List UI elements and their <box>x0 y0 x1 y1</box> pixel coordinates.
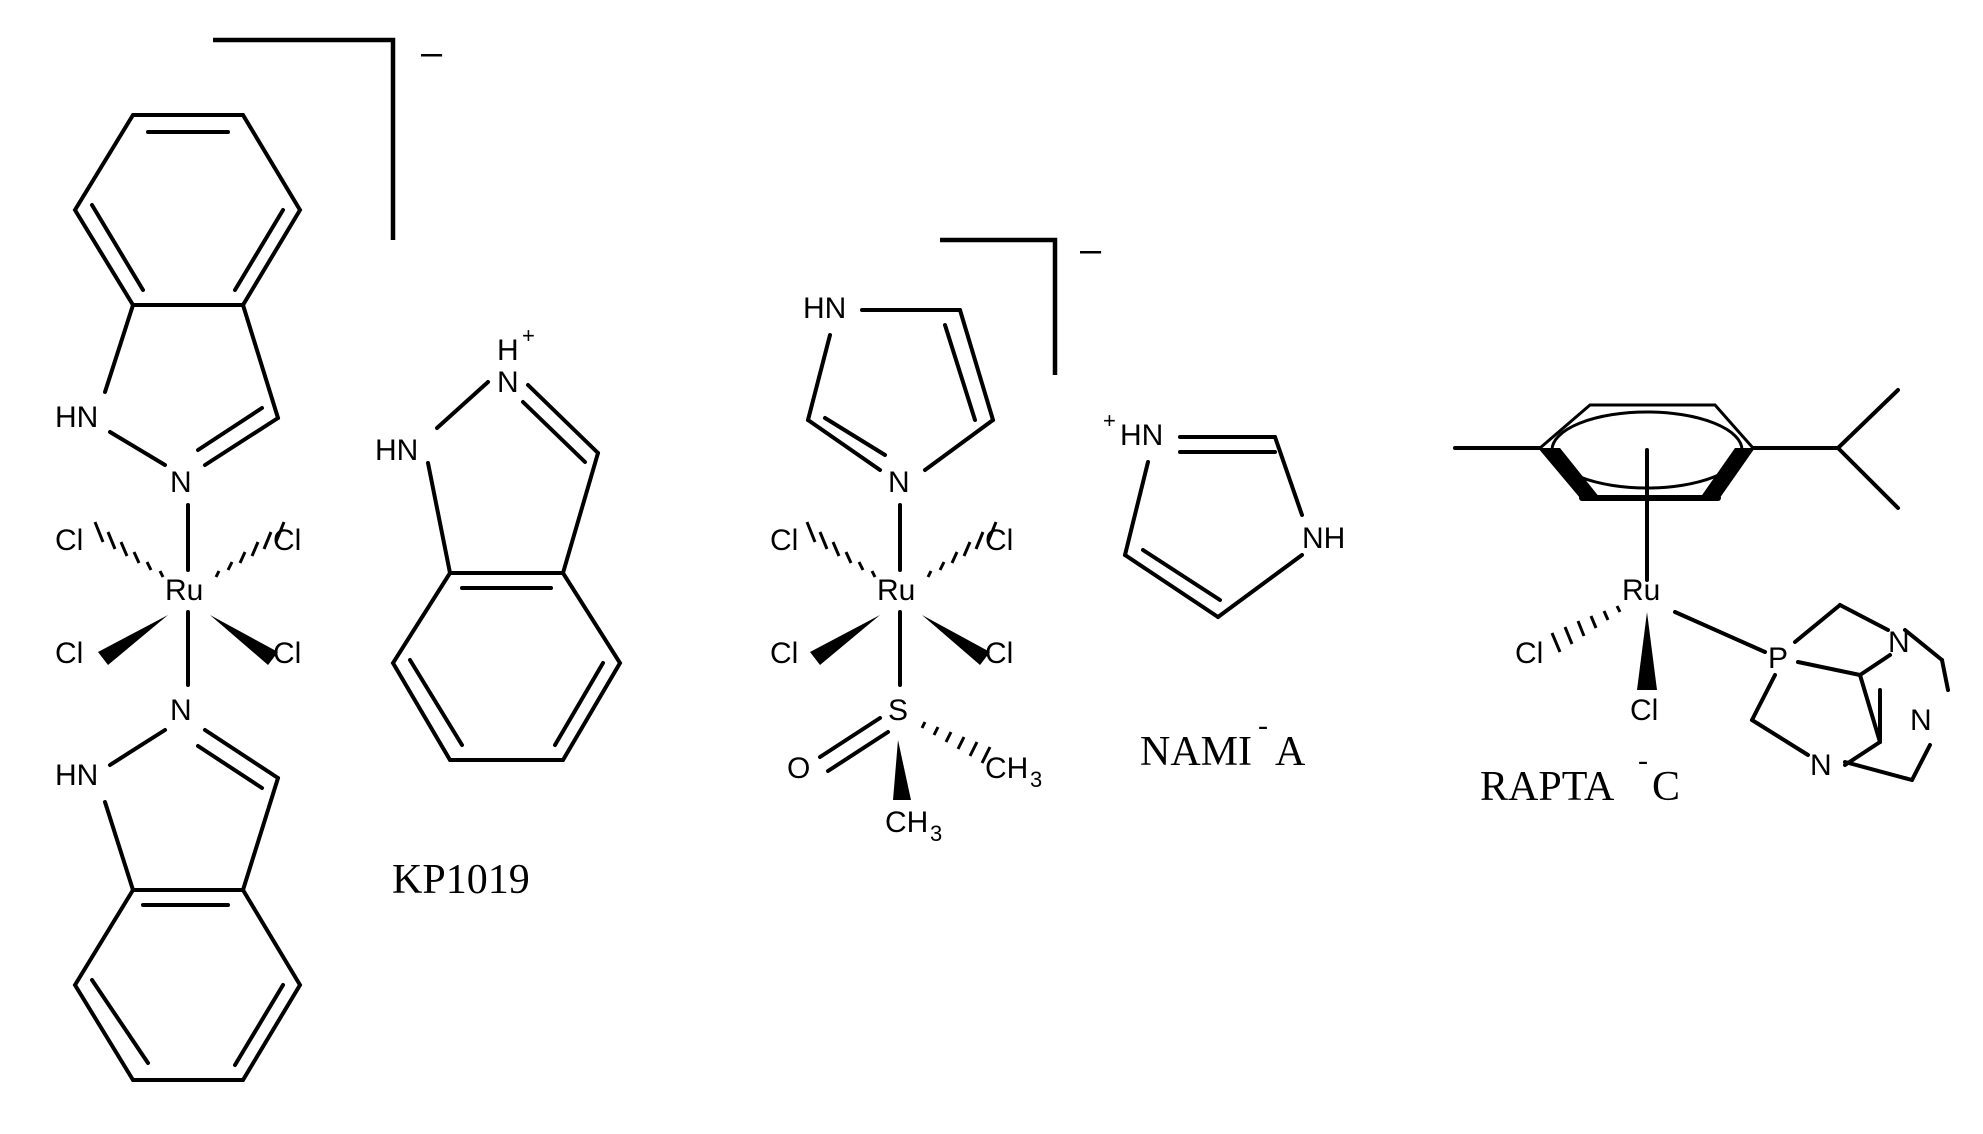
kp1019-lower-hn-label: HN <box>55 759 98 792</box>
kp1019-upper-hn-label: HN <box>55 401 98 434</box>
kp1019-ru-label: Ru <box>165 574 203 607</box>
rapta-c-name-right: C <box>1652 764 1680 810</box>
kp1019-lower-benzo-ring <box>72 888 303 1082</box>
kp1019-cation-benzo-ring <box>390 571 623 762</box>
rapta-c-complex: Ru Cl Cl P N <box>1453 388 1950 810</box>
kp1019-lower-n-label: N <box>170 694 192 727</box>
nami-a-o-label: O <box>787 752 810 785</box>
kp1019-upper-n-label: N <box>170 466 192 499</box>
rapta-c-cl-bottom: Cl <box>1630 694 1658 727</box>
nami-a-bracket <box>940 237 1058 375</box>
kp1019-cl-top-right: Cl <box>273 524 301 557</box>
nami-a-name-right: A <box>1275 729 1306 775</box>
kp1019-upper-pyrazole-ring <box>103 303 280 467</box>
nami-a-wedge-right <box>922 615 990 665</box>
nami-a-cl-bottom-left: Cl <box>770 637 798 670</box>
kp1019-charge: – <box>421 32 443 74</box>
nami-a-cation-plus: + <box>1103 408 1116 433</box>
rapta-c-n-right: N <box>1910 704 1932 737</box>
kp1019-wedge-left <box>98 615 168 665</box>
kp1019-cation-n-label: N <box>497 366 519 399</box>
nami-a-ring-hn-label: HN <box>803 292 846 325</box>
rapta-c-cl-left: Cl <box>1515 637 1543 670</box>
kp1019-cation-plus: + <box>522 323 535 348</box>
kp1019-wedge-right <box>210 615 278 665</box>
nami-a-ch3-right-sub: 3 <box>1030 767 1042 792</box>
rapta-c-pta-cage <box>1750 603 1950 782</box>
nami-a-hashed-bonds <box>805 521 998 578</box>
rapta-c-n-bottom: N <box>1810 749 1832 782</box>
kp1019-cl-bottom-right: Cl <box>273 637 301 670</box>
nami-a-cation-ring <box>1123 435 1304 619</box>
nami-a-charge: – <box>1080 229 1102 271</box>
nami-a-s-methyl-wedge <box>893 740 911 800</box>
nami-a-imidazolium-cation: + HN NH NAMI - A <box>1103 408 1345 775</box>
nami-a-imidazole-ring <box>806 308 995 472</box>
nami-a-name-sup: - <box>1258 709 1268 742</box>
kp1019-cation-h-label: H <box>497 334 519 367</box>
nami-a-ch3-bottom-sub: 3 <box>930 821 942 846</box>
kp1019-bracket <box>213 37 396 240</box>
rapta-c-name: RAPTA - C <box>1480 744 1680 810</box>
kp1019-complex: – HN N Ru <box>55 32 443 1082</box>
rapta-c-name-left: RAPTA <box>1480 764 1615 810</box>
kp1019-upper-benzo-ring <box>72 113 303 307</box>
rapta-c-p-label: P <box>1768 642 1788 675</box>
kp1019-cl-bottom-left: Cl <box>55 637 83 670</box>
nami-a-cl-top-left: Cl <box>770 524 798 557</box>
kp1019-name: KP1019 <box>392 857 530 903</box>
nami-a-s-methyl-hash <box>920 721 992 764</box>
kp1019-hashed-bonds <box>93 521 286 578</box>
rapta-c-wedge <box>1637 612 1657 690</box>
kp1019-indazolium-cation: H + N HN KP1019 <box>375 323 623 903</box>
nami-a-ch3-right-c: CH <box>985 752 1028 785</box>
nami-a-wedge-left <box>810 615 880 665</box>
nami-a-complex: – HN N Ru <box>770 229 1102 846</box>
nami-a-name-left: NAMI <box>1140 729 1252 775</box>
rapta-c-name-sup: - <box>1638 744 1648 777</box>
nami-a-cl-bottom-right: Cl <box>985 637 1013 670</box>
rapta-c-ru-label: Ru <box>1622 574 1660 607</box>
rapta-c-hashed-bond <box>1550 605 1622 653</box>
nami-a-s-label: S <box>888 694 908 727</box>
kp1019-cation-hn-label: HN <box>375 434 418 467</box>
nami-a-cl-top-right: Cl <box>985 524 1013 557</box>
nami-a-name: NAMI - A <box>1140 709 1306 775</box>
rapta-c-n-top: N <box>1888 626 1910 659</box>
nami-a-cation-nh-label: NH <box>1302 522 1345 555</box>
nami-a-ru-label: Ru <box>877 574 915 607</box>
kp1019-cation-pyrazole-ring <box>426 380 600 575</box>
rapta-c-cymene-ring <box>1453 388 1900 582</box>
nami-a-ring-n-label: N <box>888 466 910 499</box>
kp1019-cl-top-left: Cl <box>55 524 83 557</box>
nami-a-ch3-bottom-c: CH <box>885 806 928 839</box>
nami-a-cation-hn-label: HN <box>1120 419 1163 452</box>
kp1019-lower-pyrazole-ring <box>103 728 280 892</box>
